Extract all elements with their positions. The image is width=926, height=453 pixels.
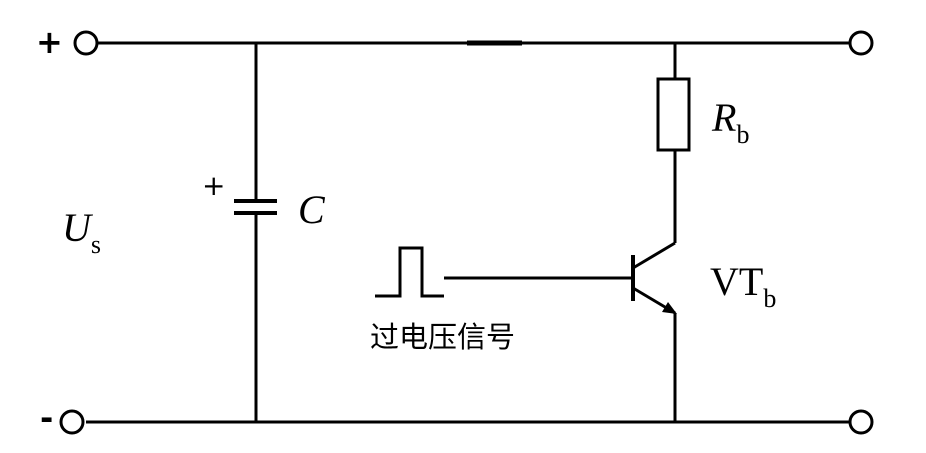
- source-voltage-subscript: s: [90, 230, 102, 259]
- positive-right-terminal: [848, 30, 874, 56]
- capacitor-polarity-text: +: [202, 169, 226, 202]
- resistor-body: [656, 77, 691, 152]
- resistor-label: Rb: [712, 95, 749, 148]
- source-voltage-label: Us: [62, 205, 101, 258]
- source-voltage-symbol: U: [62, 205, 91, 250]
- resistor-symbol: R: [712, 95, 737, 140]
- transistor-emitter-arrow: [662, 302, 677, 314]
- negative-right-terminal: [848, 409, 874, 435]
- transistor-label: VTb: [710, 259, 776, 312]
- capacitor-label: C: [298, 190, 325, 230]
- positive-terminal-sign: +: [36, 26, 63, 58]
- negative-sign-text: -: [40, 399, 54, 437]
- capacitor-symbol-text: C: [298, 187, 325, 232]
- capacitor-polarity-sign: +: [202, 172, 225, 200]
- transistor-subscript: b: [763, 284, 777, 313]
- overvoltage-signal-text: 过电压信号: [370, 320, 516, 354]
- negative-left-terminal: [59, 409, 85, 435]
- pulse-waveform: [375, 246, 444, 298]
- positive-left-terminal: [73, 30, 99, 56]
- transistor-symbol: VT: [710, 259, 764, 304]
- resistor-subscript: b: [736, 120, 750, 149]
- negative-terminal-sign: -: [40, 402, 53, 434]
- positive-sign-text: +: [36, 23, 63, 61]
- transistor-collector-lead: [632, 241, 676, 270]
- overvoltage-signal-label: 过电压信号: [370, 323, 515, 352]
